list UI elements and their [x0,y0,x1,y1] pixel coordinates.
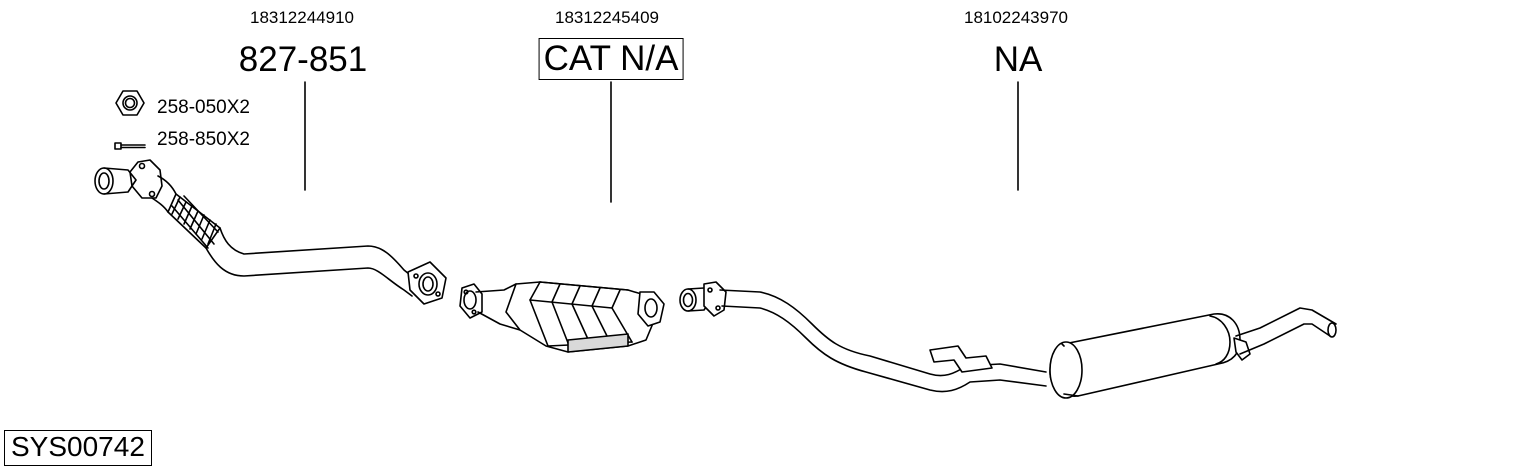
catalytic-converter [459,281,665,353]
nut-icon [115,90,145,116]
bolt-icon [114,142,146,150]
rear-silencer-assembly [679,281,1337,399]
hardware-label-nut: 258-050X2 [157,97,250,118]
part-number-front-pipe: 827-851 [238,40,368,79]
oem-number-catalytic-converter: 18312245409 [554,8,660,27]
front-pipe [94,159,447,305]
oem-number-front-pipe: 18312244910 [249,8,355,27]
oem-number-rear-silencer: 18102243970 [963,8,1069,27]
part-number-catalytic-converter: CAT N/A [538,38,684,80]
system-id-label: SYS00742 [4,430,152,466]
part-number-rear-silencer: NA [993,40,1043,79]
hardware-label-bolt: 258-850X2 [157,129,250,150]
